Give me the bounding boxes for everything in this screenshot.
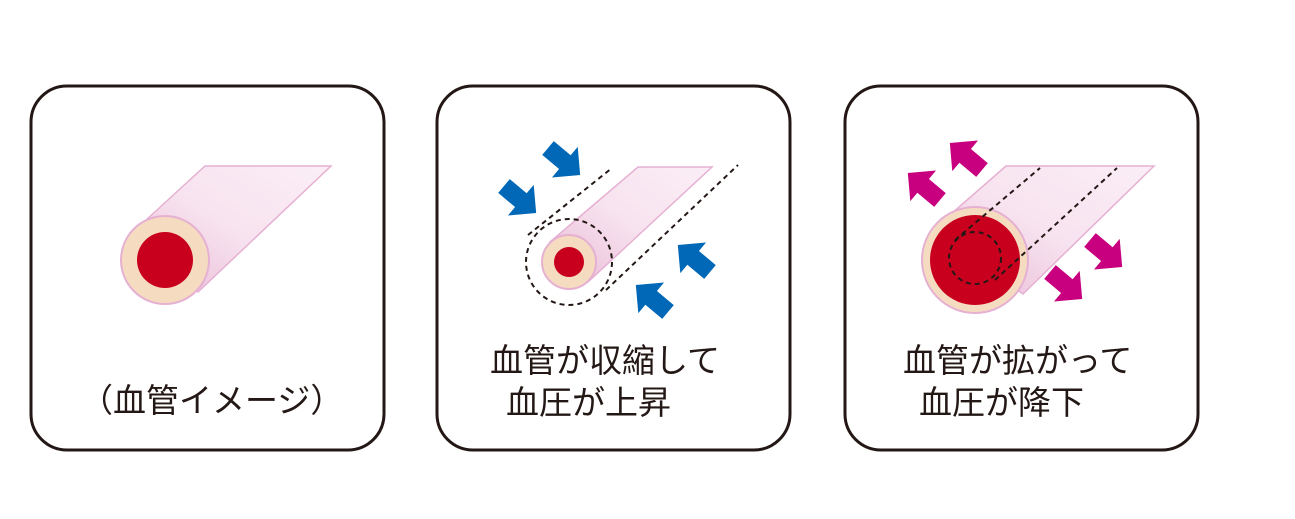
vessel-dilated bbox=[921, 165, 1156, 314]
caption-dilation: 血管が拡がって 血圧が降下 bbox=[903, 341, 1133, 422]
vessel-constricted bbox=[525, 164, 739, 306]
caption-constriction: 血管が収縮して 血圧が上昇 bbox=[490, 341, 721, 422]
vessel-normal bbox=[120, 165, 333, 305]
caption-vessel-image: （血管イメージ） bbox=[80, 381, 344, 420]
